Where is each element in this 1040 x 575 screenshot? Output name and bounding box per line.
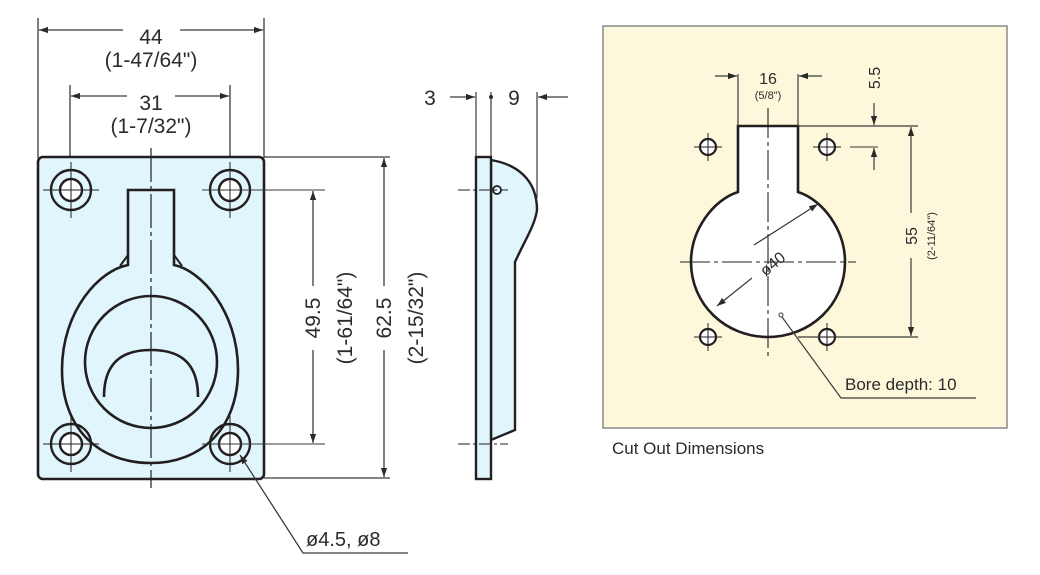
overall-height-mm: 62.5 [373,298,396,339]
dim-line-diameter [753,203,819,246]
hole-callout-leader [239,454,408,554]
slot-width-mm: 16 [759,71,777,88]
front-view: 44 (1-47/64") 31 (1-7/32") [36,18,428,554]
mounting-hole-br [202,416,325,472]
overall-height-inch: (2-15/32") [405,272,428,365]
dim-point [489,95,493,99]
slot-width-inch: (5/8") [755,90,782,102]
total-height-mm: 55 [904,227,921,245]
mounting-hole-tr [202,162,325,218]
plate-thickness: 3 [424,87,436,110]
bore-point [778,312,784,318]
handle-fillet [119,254,183,267]
total-depth: 9 [508,87,520,110]
overall-width-mm: 44 [139,26,163,49]
plate-profile [474,155,493,481]
handle-profile [489,158,539,442]
side-view: 3 9 [424,87,568,481]
dim-line-diameter [716,277,753,307]
cutout-caption: Cut Out Dimensions [612,439,765,458]
mounting-hole-bl [43,416,99,472]
overall-width-inch: (1-47/64") [105,49,198,72]
hole-spacing-width-inch: (1-7/32") [111,115,192,138]
hole-spacing-height-mm: 49.5 [302,298,325,339]
cutout-hole-tr [813,133,878,161]
bore-leader [781,316,976,399]
hole-spacing-width-mm: 31 [139,92,162,115]
hole-spacing-height-inch: (1-61/64") [334,272,357,365]
slot-offset: 5.5 [867,67,884,89]
cutout-hole-tl [694,133,722,161]
mounting-hole-tl [43,162,99,218]
ring-handle [60,188,240,465]
bore-note: Bore depth: 10 [845,375,957,394]
cutout-hole-bl [694,323,722,351]
cutout-panel: 16 (5/8") 5.5 55 (2-11/64") ø40 Bore dep… [602,25,1008,429]
total-height-inch: (2-11/64") [926,212,938,260]
hole-callout: ø4.5, ø8 [306,529,380,551]
